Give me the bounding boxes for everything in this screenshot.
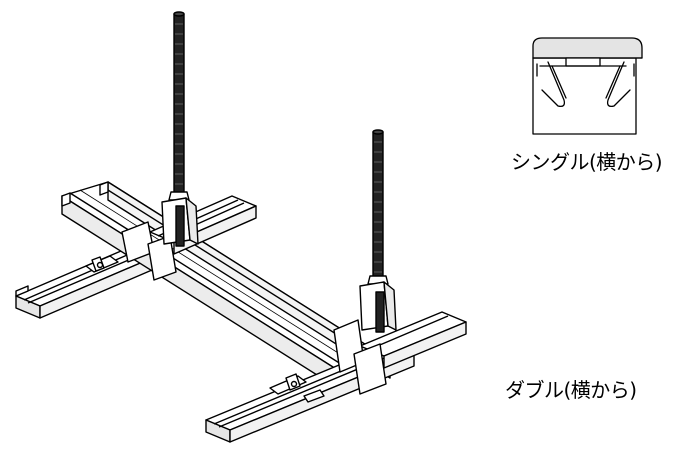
left-hanger [161,11,199,247]
channel-assembly-illustration [15,11,467,443]
right-clip-bracket [269,373,325,403]
right-hanger [359,129,397,333]
channel-clip-bands [121,221,387,395]
single-clip-caption: シングル(横から) [511,150,663,174]
double-clip-caption: ダブル(横から) [505,378,637,402]
left-clip-bracket [85,255,119,273]
single-clip-side-view [532,37,643,135]
